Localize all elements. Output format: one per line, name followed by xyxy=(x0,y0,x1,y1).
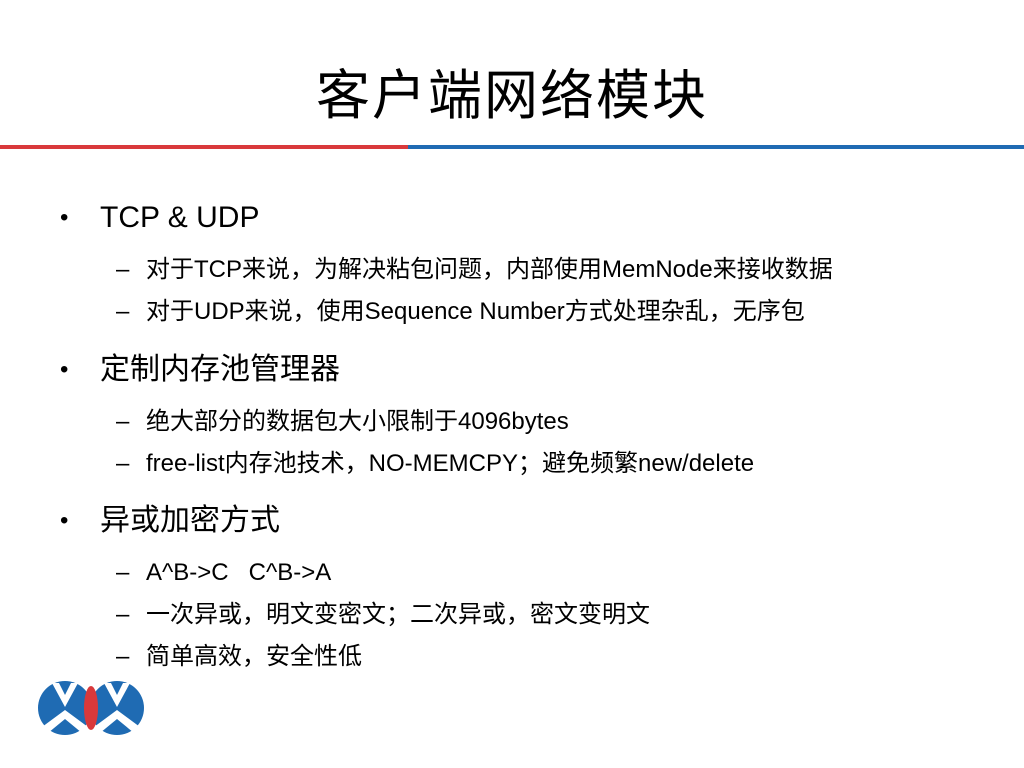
logo-center-flame xyxy=(84,686,98,730)
bullet-mark: • xyxy=(60,204,69,231)
bullet-heading: 异或加密方式 xyxy=(100,503,280,538)
sub-item-text: free-list内存池技术，NO-MEMCPY；避免频繁new/delete xyxy=(146,450,755,477)
logo-graphic xyxy=(38,681,144,735)
sub-item-text: 一次异或，明文变密文；二次异或，密文变明文 xyxy=(146,601,650,628)
sub-item-text: 对于UDP来说，使用Sequence Number方式处理杂乱，无序包 xyxy=(146,298,805,325)
title-divider xyxy=(0,145,1024,149)
sub-item-mark: – xyxy=(116,559,130,586)
sub-item-mark: – xyxy=(116,450,130,477)
sub-item-mark: – xyxy=(116,643,130,670)
sub-item-text: 绝大部分的数据包大小限制于4096bytes xyxy=(146,408,569,435)
logo-right-arc xyxy=(94,710,140,733)
company-logo-icon xyxy=(38,677,144,739)
logo-right-notch xyxy=(104,683,130,707)
sub-item-mark: – xyxy=(116,256,130,283)
logo-left-notch xyxy=(52,683,78,707)
bullet-mark: • xyxy=(60,356,69,383)
bullet-heading: TCP & UDP xyxy=(100,201,260,234)
sub-item-text: 简单高效，安全性低 xyxy=(146,643,362,670)
sub-item-text: A^B->C C^B->A xyxy=(146,559,332,586)
sub-item-text: 对于TCP来说，为解决粘包问题，内部使用MemNode来接收数据 xyxy=(146,256,833,283)
bullet-heading: 定制内存池管理器 xyxy=(100,352,340,387)
divider-blue-segment xyxy=(408,145,1024,149)
page-title: 客户端网络模块 xyxy=(316,64,708,127)
bullet-mark: • xyxy=(60,507,69,534)
sub-item-mark: – xyxy=(116,408,130,435)
logo-left-arc xyxy=(42,710,88,733)
sub-item-mark: – xyxy=(116,601,130,628)
divider-red-segment xyxy=(0,145,408,149)
sub-item-mark: – xyxy=(116,298,130,325)
